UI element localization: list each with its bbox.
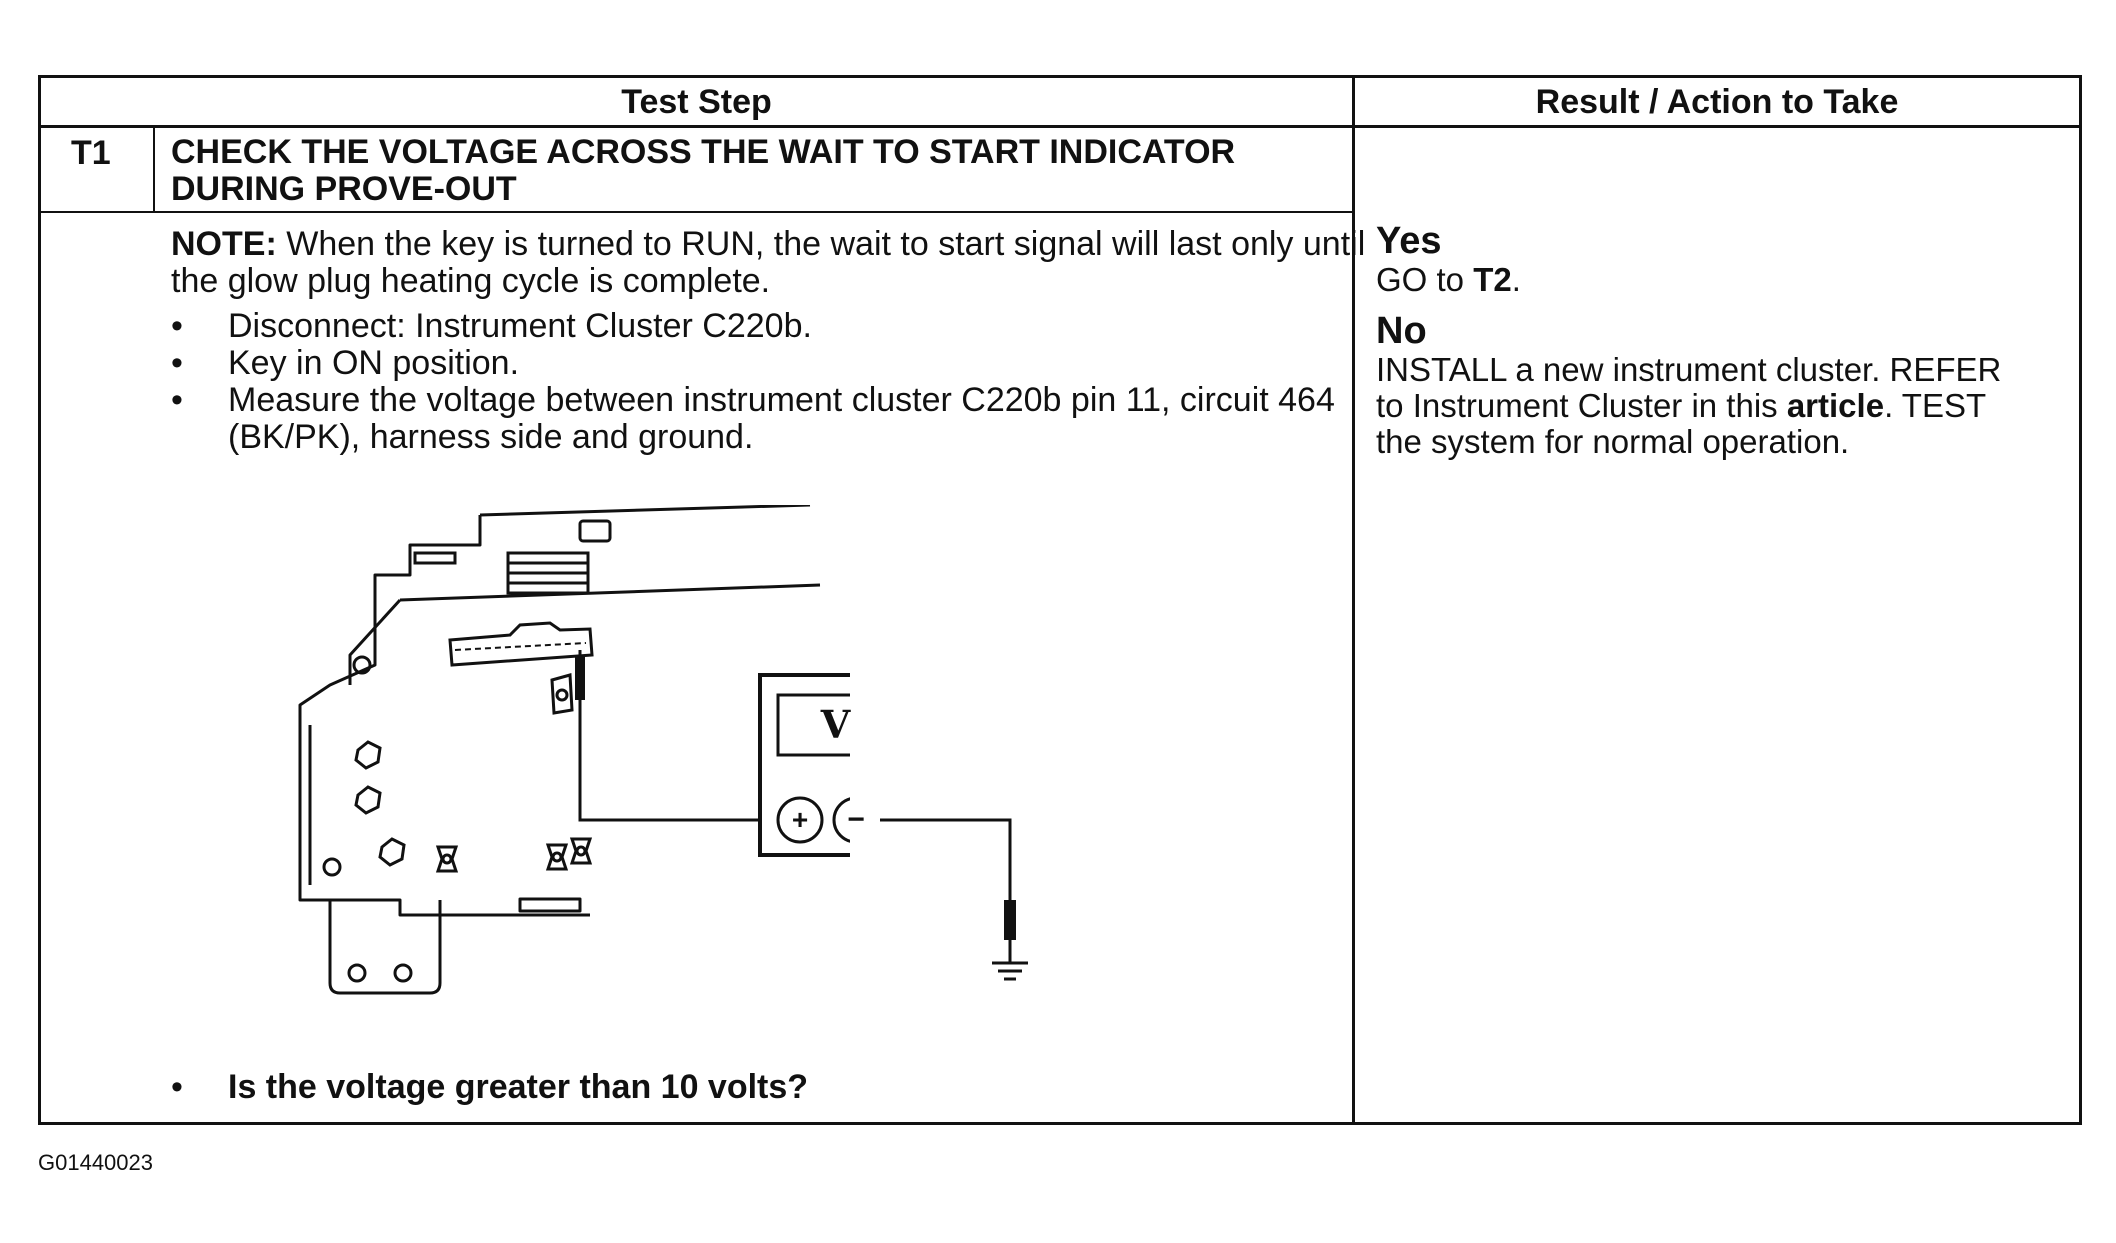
mount-hole-icon (393, 963, 413, 983)
result-yes: Yes GO to T2. (1376, 220, 2016, 298)
step-id-divider (153, 126, 155, 212)
yes-action-target: T2 (1473, 261, 1512, 298)
ground-icon (992, 961, 1028, 981)
ribbed-block (506, 551, 590, 595)
yes-action-suffix: . (1511, 261, 1521, 298)
step-id: T1 (71, 134, 111, 172)
housing-tab (413, 551, 457, 565)
yes-action: GO to T2. (1376, 262, 2016, 298)
negative-probe (1004, 900, 1016, 940)
no-action-bold: article (1786, 387, 1885, 424)
note-text: When the key is turned to RUN, the wait … (171, 225, 1366, 300)
diagnostic-table: Test Step Result / Action to Take T1 CHE… (38, 75, 2082, 1125)
bullet-text: Disconnect: Instrument Cluster C220b. (228, 307, 812, 345)
plus-label: + (791, 804, 809, 835)
positive-probe (575, 650, 585, 700)
step-note: NOTE: When the key is turned to RUN, the… (171, 226, 1371, 300)
header-result: Result / Action to Take (1535, 83, 1899, 121)
positive-terminal (776, 796, 824, 844)
header-divider (41, 125, 2079, 128)
list-item: •Disconnect: Instrument Cluster C220b. (171, 307, 812, 345)
screw-icon (550, 673, 574, 715)
negative-terminal (832, 797, 850, 843)
mount-hole-icon (352, 655, 372, 675)
step-question: •Is the voltage greater than 10 volts? (171, 1068, 809, 1106)
voltmeter-diagram (298, 505, 850, 995)
no-action: INSTALL a new instrument cluster. REFER … (1376, 352, 2016, 460)
list-item: •Measure the voltage between instrument … (171, 381, 1335, 456)
positive-lead (578, 700, 780, 822)
figure-code: G01440023 (38, 1150, 153, 1175)
note-label: NOTE: (171, 225, 277, 263)
yes-heading: Yes (1376, 220, 1442, 262)
step-title: CHECK THE VOLTAGE ACROSS THE WAIT TO STA… (171, 133, 1236, 208)
question-text: Is the voltage greater than 10 volts? (228, 1068, 809, 1106)
column-divider (1352, 78, 1355, 1122)
list-item: •Key in ON position. (171, 344, 520, 382)
minus-label: − (847, 803, 865, 836)
bullet-text: Key in ON position. (228, 344, 520, 382)
no-heading: No (1376, 310, 1427, 352)
mount-hole-icon (347, 963, 367, 983)
bullet-text: Measure the voltage between instrument c… (228, 381, 1335, 456)
connector-c220b (448, 621, 594, 667)
no-action-part1: INSTALL a new instrument cluster. REFER … (1376, 351, 2002, 424)
slot-icon (578, 519, 612, 543)
header-test-step: Test Step (621, 83, 772, 121)
mount-hole-icon (322, 857, 342, 877)
voltmeter (758, 673, 850, 857)
cluster-housing (298, 505, 821, 995)
meter-display-label: V (820, 702, 851, 747)
result-no: No INSTALL a new instrument cluster. REF… (1376, 310, 2016, 460)
ground-lead (880, 818, 1028, 981)
bulb-socket-icons (354, 740, 593, 873)
title-divider (41, 211, 1352, 213)
step-bullet-list: •Disconnect: Instrument Cluster C220b. •… (171, 308, 1391, 456)
no-action-part2: . TEST the system for normal operation. (1376, 387, 1986, 460)
yes-action-prefix: GO to (1376, 261, 1474, 298)
